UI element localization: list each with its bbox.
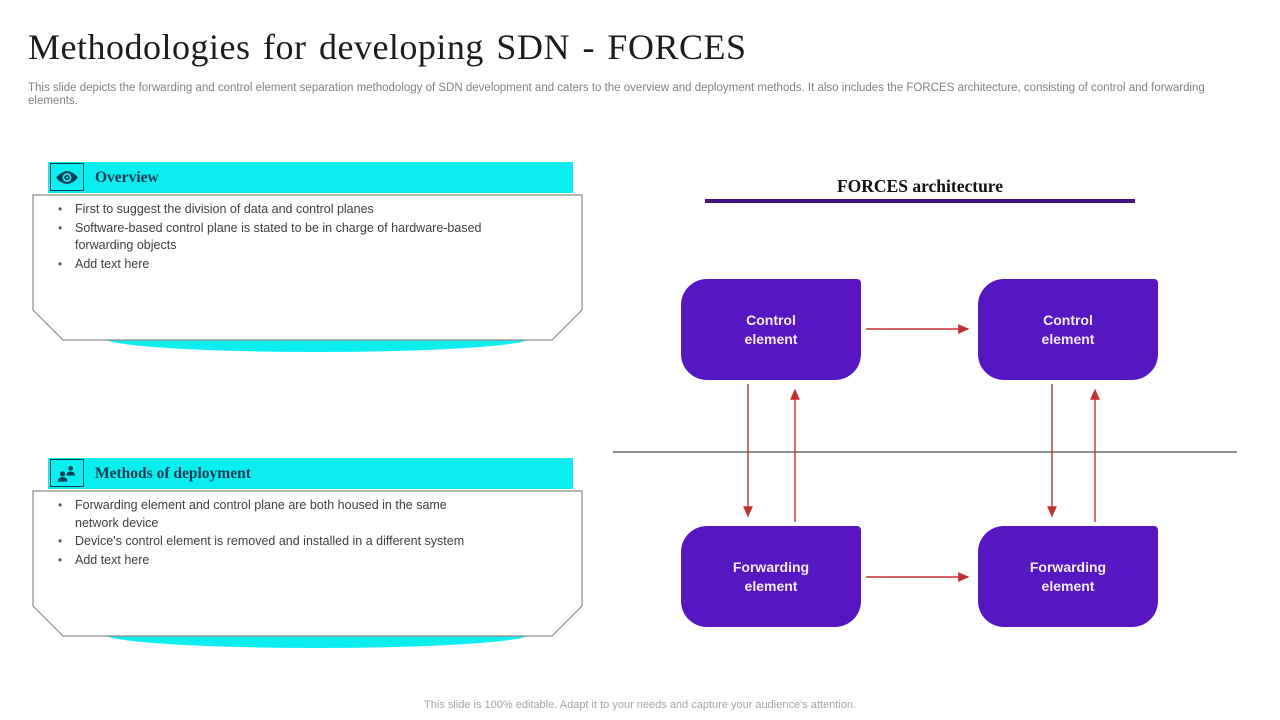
slide-subtitle: This slide depicts the forwarding and co… (28, 82, 1205, 107)
bullet-item: Device's control element is removed and … (56, 533, 528, 551)
overview-panel-header: Overview (48, 162, 573, 193)
deployment-bullet-list: Forwarding element and control plane are… (56, 497, 528, 570)
bullet-item: Add text here (56, 256, 528, 274)
deployment-panel-header: Methods of deployment (48, 458, 573, 489)
overview-panel-title: Overview (95, 169, 159, 186)
bullet-item: Software-based control plane is stated t… (56, 220, 528, 255)
overview-bullet-list: First to suggest the division of data an… (56, 201, 528, 274)
user-gear-icon (50, 459, 84, 487)
slide-footer-note: This slide is 100% editable. Adapt it to… (424, 699, 856, 711)
architecture-title-underline (705, 199, 1135, 203)
architecture-title: FORCES architecture (836, 176, 1004, 196)
slide-title: Methodologies for developing SDN - FORCE… (28, 27, 747, 67)
node-forwarding-element-right: Forwarding element (978, 526, 1158, 627)
eye-icon (50, 163, 84, 191)
bullet-item: Forwarding element and control plane are… (56, 497, 528, 532)
deployment-panel-title: Methods of deployment (95, 465, 251, 482)
bullet-item: Add text here (56, 552, 528, 570)
bullet-item: First to suggest the division of data an… (56, 201, 528, 219)
diagram-connectors (613, 324, 1237, 582)
node-control-element-left: Control element (681, 279, 861, 380)
node-control-element-right: Control element (978, 279, 1158, 380)
node-forwarding-element-left: Forwarding element (681, 526, 861, 627)
